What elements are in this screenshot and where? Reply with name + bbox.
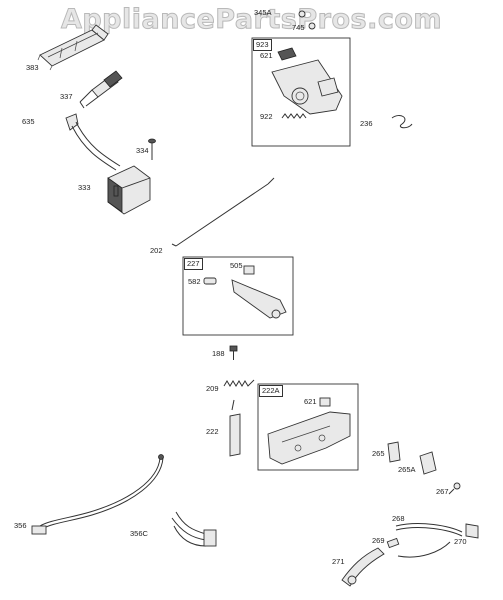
part-621-clip[interactable] [319, 397, 331, 407]
callout-621-box923[interactable]: 621 [260, 51, 273, 60]
callout-922[interactable]: 922 [260, 112, 273, 121]
callout-222[interactable]: 222 [206, 427, 219, 436]
part-922-spring[interactable] [281, 113, 307, 119]
watermark: AppliancePartsPros.com [60, 4, 443, 36]
part-222-bracket[interactable] [229, 399, 241, 457]
callout-383[interactable]: 383 [26, 63, 39, 72]
box-227-frame [182, 256, 294, 336]
callout-209[interactable]: 209 [206, 384, 219, 393]
box-227-label: 227 [184, 258, 203, 270]
part-337-spark-plug[interactable] [79, 70, 123, 109]
callout-356c[interactable]: 356C [130, 529, 148, 538]
callout-334[interactable]: 334 [136, 146, 149, 155]
callout-745[interactable]: 745 [292, 23, 305, 32]
callout-582[interactable]: 582 [188, 277, 201, 286]
part-188-screw[interactable] [229, 345, 238, 360]
part-333-ignition-coil[interactable] [107, 165, 151, 215]
box-923-label: 923 [253, 39, 272, 51]
callout-356[interactable]: 356 [14, 521, 27, 530]
part-334-screw[interactable] [148, 138, 156, 160]
box-222a-frame [257, 383, 359, 471]
callout-635[interactable]: 635 [22, 117, 35, 126]
part-270-cap[interactable] [465, 523, 479, 539]
part-265-clip[interactable] [387, 441, 401, 463]
callout-265[interactable]: 265 [372, 449, 385, 458]
box-222a-label: 222A [259, 385, 283, 397]
part-582-pin[interactable] [203, 277, 217, 285]
part-356-wire[interactable] [31, 454, 164, 535]
callout-267[interactable]: 267 [436, 487, 449, 496]
part-236-link[interactable] [391, 115, 413, 129]
part-269-fitting[interactable] [386, 537, 400, 549]
callout-236[interactable]: 236 [360, 119, 373, 128]
part-505-nut[interactable] [243, 265, 255, 275]
callout-188[interactable]: 188 [212, 349, 225, 358]
part-923-governor-bracket[interactable] [271, 59, 343, 115]
part-268-cable[interactable] [395, 523, 463, 558]
box-923-frame [251, 37, 351, 147]
callout-345a[interactable]: 345A [254, 8, 272, 17]
callout-271[interactable]: 271 [332, 557, 345, 566]
part-635-wire[interactable] [65, 113, 121, 171]
part-271-lever[interactable] [341, 547, 385, 587]
callout-270[interactable]: 270 [454, 537, 467, 546]
callout-202[interactable]: 202 [150, 246, 163, 255]
part-222a-control-bracket[interactable] [267, 411, 351, 465]
callout-337[interactable]: 337 [60, 92, 73, 101]
part-209-spring[interactable] [223, 379, 255, 387]
part-356c-harness[interactable] [171, 511, 217, 547]
callout-333[interactable]: 333 [78, 183, 91, 192]
callout-621-box222a[interactable]: 621 [304, 397, 317, 406]
part-621-lever[interactable] [277, 47, 297, 61]
part-383-coil[interactable] [37, 24, 109, 71]
part-265a-clip[interactable] [419, 451, 437, 475]
part-267-screw[interactable] [448, 482, 461, 495]
callout-505[interactable]: 505 [230, 261, 243, 270]
part-227-throttle-lever[interactable] [231, 279, 287, 319]
callout-269[interactable]: 269 [372, 536, 385, 545]
part-745-345a-fasteners[interactable] [298, 10, 316, 30]
callout-268[interactable]: 268 [392, 514, 405, 523]
callout-265a[interactable]: 265A [398, 465, 416, 474]
part-202-rod[interactable] [171, 177, 275, 247]
